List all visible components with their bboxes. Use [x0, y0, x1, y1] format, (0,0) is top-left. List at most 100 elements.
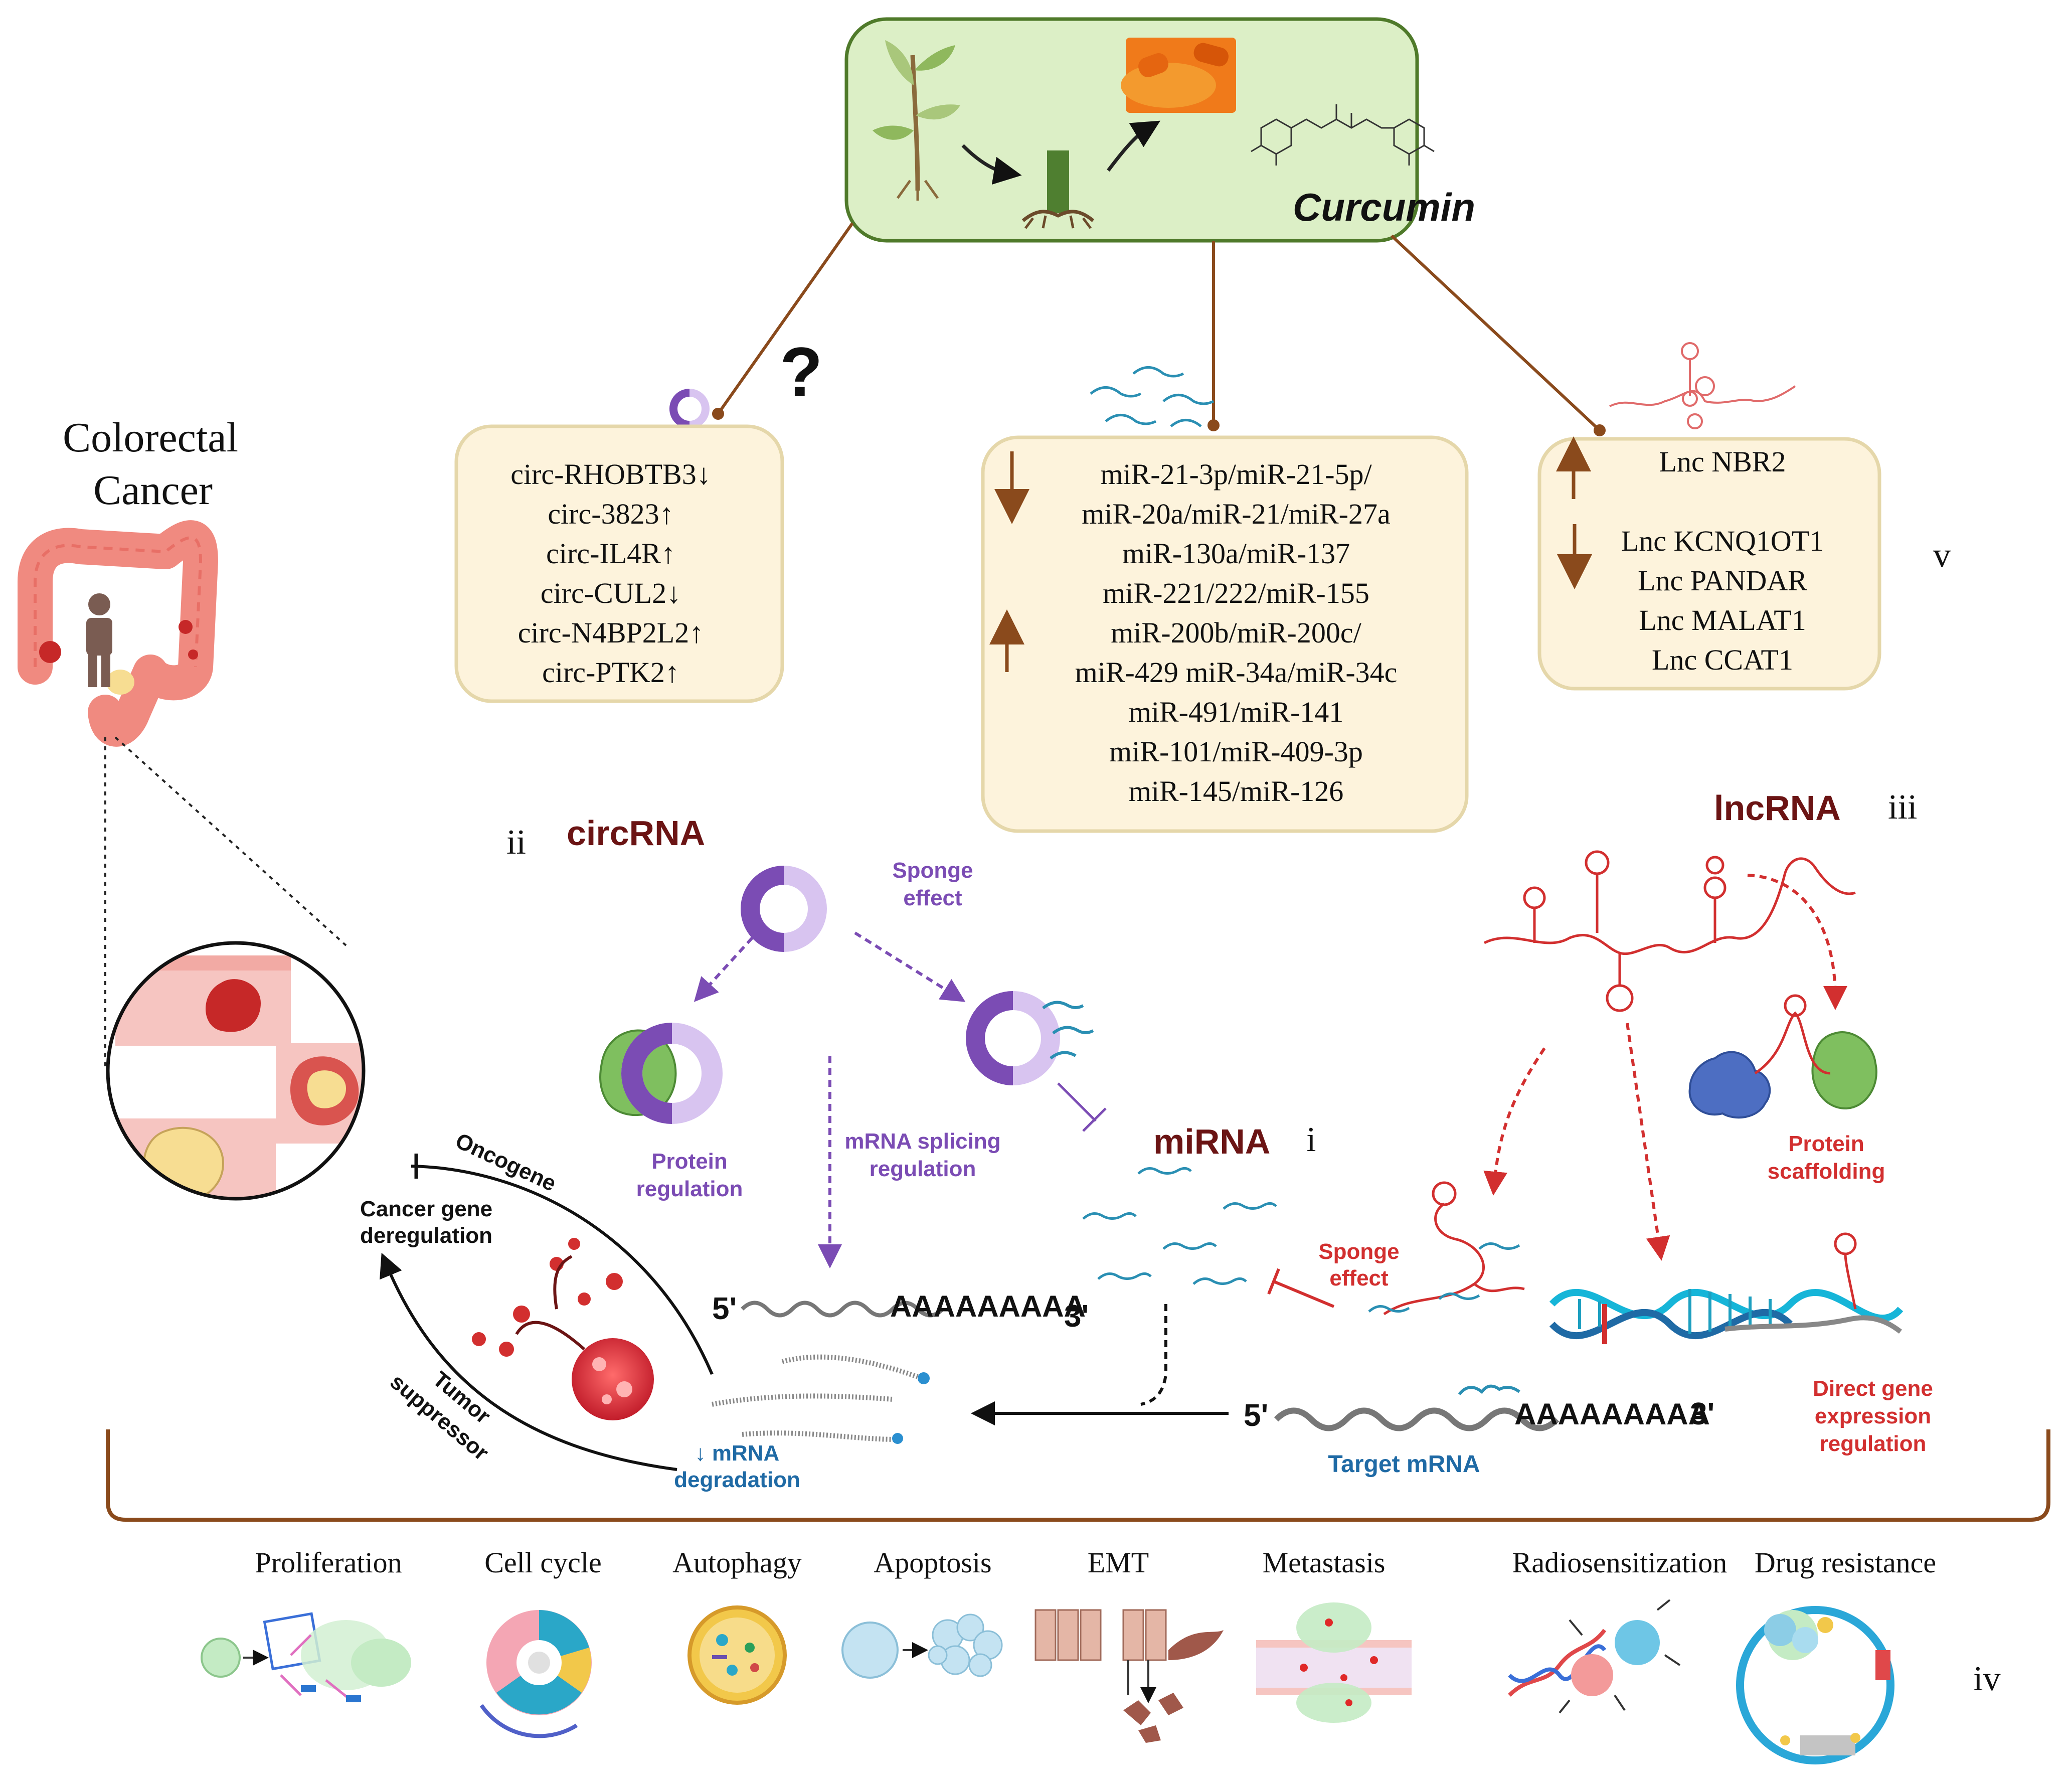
direct-label-1: Direct gene [1813, 1376, 1933, 1401]
circrna-item: circ-N4BP2L2↑ [518, 616, 704, 649]
mrna-cap-1 [918, 1372, 930, 1384]
lncrna-sponge-icon [1383, 1181, 1525, 1316]
colon-icon [18, 520, 218, 747]
mirna-item: miR-491/miR-141 [1129, 696, 1344, 728]
outcome-label: Proliferation [255, 1546, 402, 1579]
outcome-label: EMT [1088, 1546, 1149, 1579]
curcumin-powder-icon [1121, 38, 1236, 113]
secreted-particles [472, 1238, 623, 1357]
target-3prime: 3' [1690, 1397, 1714, 1431]
section-label-ii: ii [506, 823, 526, 862]
circ-inhibit-mirna [1057, 1082, 1097, 1122]
outcome-label: Radiosensitization [1512, 1546, 1728, 1579]
mirna-molecules [1082, 1167, 1277, 1285]
circrna-protein-icon [599, 1023, 723, 1124]
target-bound-mirna [1458, 1384, 1520, 1395]
radiosensitization-icon [1508, 1599, 1681, 1714]
mirna-item: miR-200b/miR-200c/ [1111, 616, 1361, 649]
deregulation-label-2: deregulation [360, 1223, 492, 1248]
scaffold-label-2: scaffolding [1768, 1159, 1885, 1184]
connector-dot-lnc [1594, 424, 1606, 436]
circ-sponge-label-1: Sponge [892, 858, 973, 883]
section-label-v: v [1933, 536, 1951, 575]
circrna-panel: circ-RHOBTB3↓circ-3823↑circ-IL4R↑circ-CU… [454, 424, 784, 703]
circrna-sponge-icon [966, 991, 1094, 1085]
lncrna-title: lncRNA [1714, 788, 1841, 828]
mirna-item: miR-20a/miR-21/miR-27a [1082, 498, 1390, 530]
degradation-label-2: degradation [674, 1468, 800, 1492]
deregulation-label-1: Cancer gene [360, 1197, 492, 1221]
mirna-item: miR-101/miR-409-3p [1109, 735, 1363, 768]
lncrna-main-icon [1483, 850, 1856, 1012]
connector-dot-mir [1207, 419, 1220, 431]
outcome-label: Metastasis [1263, 1546, 1386, 1579]
section-label-iv: iv [1973, 1660, 2000, 1698]
mrna-left-polya: AAAAAAAAA [890, 1289, 1086, 1323]
tumor-suppressor-arc [380, 1252, 677, 1471]
target-polya: AAAAAAAAA [1514, 1397, 1710, 1431]
secretion-arrow [515, 1255, 585, 1351]
dna-helix-icon [1549, 1232, 1904, 1344]
curcumin-connectors [717, 222, 1601, 432]
mirna-item: miR-130a/miR-137 [1122, 537, 1350, 570]
apoptosis-icon [841, 1613, 1003, 1679]
mirna-to-target-dashed [1140, 1304, 1167, 1406]
degraded-mrna-fragments [712, 1354, 919, 1442]
curcumin-label: Curcumin [1293, 185, 1475, 229]
cell-cycle-icon [479, 1610, 592, 1738]
lnc-inhibit-mirna [1273, 1280, 1335, 1308]
target-5prime: 5' [1244, 1398, 1268, 1433]
connector-dot-circ [712, 408, 724, 420]
splicing-label-2: regulation [870, 1157, 976, 1181]
outcome-label: Drug resistance [1755, 1546, 1936, 1579]
drug-resistance-icon [1736, 1606, 1894, 1764]
circ-inhibit-bar [1082, 1107, 1107, 1132]
lncrna-down-item: Lnc CCAT1 [1652, 643, 1793, 676]
protein-regulation-label-2: regulation [636, 1177, 743, 1201]
circrna-item: circ-3823↑ [548, 498, 673, 530]
mirna-panel: miR-21-3p/miR-21-5p/miR-20a/miR-21/miR-2… [981, 435, 1469, 833]
degradation-label-1: ↓ mRNA [695, 1441, 780, 1466]
tumor-tissue-zoom [106, 941, 366, 1201]
target-mrna-strand [1274, 1407, 1560, 1431]
target-mrna-label: Target mRNA [1328, 1451, 1480, 1478]
direct-label-3: regulation [1820, 1431, 1927, 1456]
circrna-item: circ-PTK2↑ [542, 656, 679, 689]
section-label-i: i [1306, 1120, 1316, 1159]
circ-arrow-sponge [854, 931, 966, 1002]
lncrna-up-item: Lnc NBR2 [1659, 445, 1786, 478]
mirna-item: miR-145/miR-126 [1129, 775, 1344, 807]
mirna-item: miR-21-3p/miR-21-5p/ [1100, 458, 1372, 491]
mrna-left-strand [741, 1301, 944, 1318]
metastasis-icon [1256, 1602, 1412, 1723]
lncrna-bound-mirna [1368, 1242, 1520, 1313]
lncrna-strand-icon [1609, 342, 1796, 429]
zoom-line-right [114, 736, 347, 946]
lncrna-down-item: Lnc PANDAR [1638, 564, 1807, 597]
circrna-item: circ-IL4R↑ [546, 537, 675, 570]
circ-sponge-label-2: effect [903, 886, 962, 910]
colorectal-title-line2: Cancer [93, 467, 213, 514]
lncrna-down-item: Lnc KCNQ1OT1 [1621, 525, 1824, 557]
oncogene-label: Oncogene [452, 1128, 560, 1196]
scaffold-label-1: Protein [1788, 1131, 1864, 1156]
protein-regulation-label-1: Protein [651, 1149, 728, 1174]
direct-label-2: expression [1815, 1404, 1931, 1428]
emt-icon [1034, 1609, 1224, 1743]
outcome-label: Autophagy [672, 1546, 802, 1579]
lnc-arrow-direct [1626, 1023, 1670, 1261]
lnc-arrow-sponge [1483, 1047, 1546, 1196]
mirna-cluster-icon [1090, 366, 1215, 427]
lnc-sponge-label-2: effect [1329, 1266, 1389, 1290]
splicing-label-1: mRNA splicing [844, 1129, 1000, 1154]
outcome-label: Cell cycle [484, 1546, 602, 1579]
mrna-left-3prime: 3' [1064, 1299, 1089, 1334]
section-label-iii: iii [1888, 788, 1917, 827]
lnc-arrow-scaffold [1747, 874, 1847, 1010]
circrna-main-icon [741, 866, 827, 952]
outcome-bracket [106, 1429, 2050, 1522]
oncogene-arc [411, 1165, 714, 1375]
